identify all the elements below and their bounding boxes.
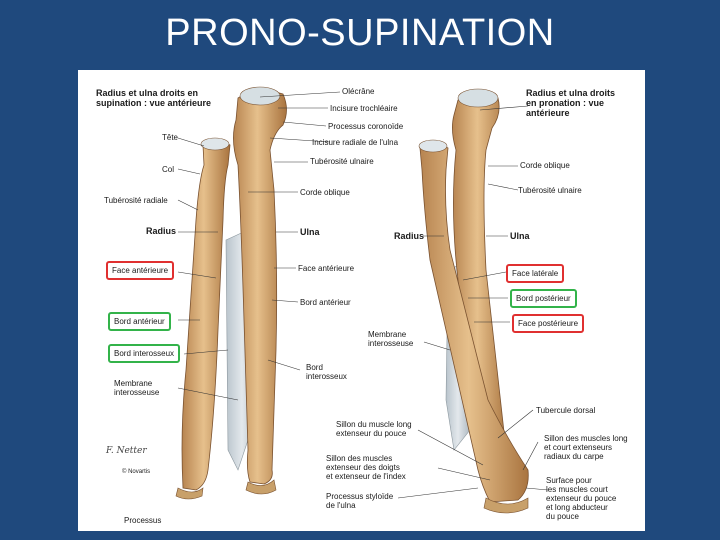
label-tuberosite-ulnaire-left: Tubérosité ulnaire [310,157,374,166]
label-tete: Tête [162,133,179,142]
label-tuberosite-ulnaire-right: Tubérosité ulnaire [518,186,582,195]
label-corde-oblique-left: Corde oblique [300,188,350,197]
label-processus-styloide-ulna: Processus styloïde de l'ulna [326,492,394,510]
box-face-anterieure: Face antérieure [106,261,175,280]
label-tubercule-dorsal: Tubercule dorsal [536,406,596,415]
label-tuberosite-radiale: Tubérosité radiale [104,196,168,205]
label-surface-pour: Surface pour les muscles court extenseur… [546,476,617,521]
label-incisure-radiale: Incisure radiale de l'ulna [312,138,399,147]
label-processus-radius: Processus [124,516,162,525]
label-membrane-left: Membrane interosseuse [114,379,160,397]
label-bord-anterieur-ulna: Bord antérieur [300,298,351,307]
anatomy-figure: Radius et ulna droits en supination : vu… [78,70,645,531]
bone-illustration [175,86,549,514]
radius-left [181,141,231,491]
label-processus-coronoide: Processus coronoïde [328,122,404,131]
right-figure-heading: Radius et ulna droits en pronation : vue… [526,88,616,118]
left-figure-heading: Radius et ulna droits en supination : vu… [96,88,212,108]
leader-lines [177,91,549,499]
label-face-anterieure-ulna: Face antérieure [298,264,355,273]
label-corde-oblique-right: Corde oblique [520,161,570,170]
label-sillon-long-extenseur: Sillon du muscle long extenseur du pouce [336,420,412,438]
copyright-text: © Novartis [122,469,151,475]
label-sillon-extenseur-doigts: Sillon des muscles extenseur des doigts … [326,454,406,481]
label-membrane-right: Membrane interosseuse [368,330,414,348]
netter-signature: F. Netter [106,446,147,456]
label-radius-right: Radius [394,231,425,241]
label-olecrane: Olécrâne [342,87,375,96]
slide-title: PRONO-SUPINATION [165,12,555,54]
box-face-posterieure: Face postérieure [512,314,585,333]
box-bord-interosseux: Bord interosseux [108,344,181,363]
box-bord-anterieur: Bord antérieur [108,312,171,331]
box-bord-posterieur: Bord postérieur [510,289,577,308]
ulna-left [233,90,287,485]
box-face-laterale: Face latérale [506,264,565,283]
label-sillon-long-court: Sillon des muscles long et court extense… [544,434,628,461]
radius-right [419,143,529,503]
label-radius-left: Radius [146,226,177,236]
label-ulna-left: Ulna [300,227,320,237]
label-incisure-trochleaire: Incisure trochléaire [330,104,398,113]
label-col: Col [162,165,175,174]
label-ulna-right: Ulna [510,231,530,241]
label-bord-interosseux-ulna: Bord interosseux [306,363,347,381]
